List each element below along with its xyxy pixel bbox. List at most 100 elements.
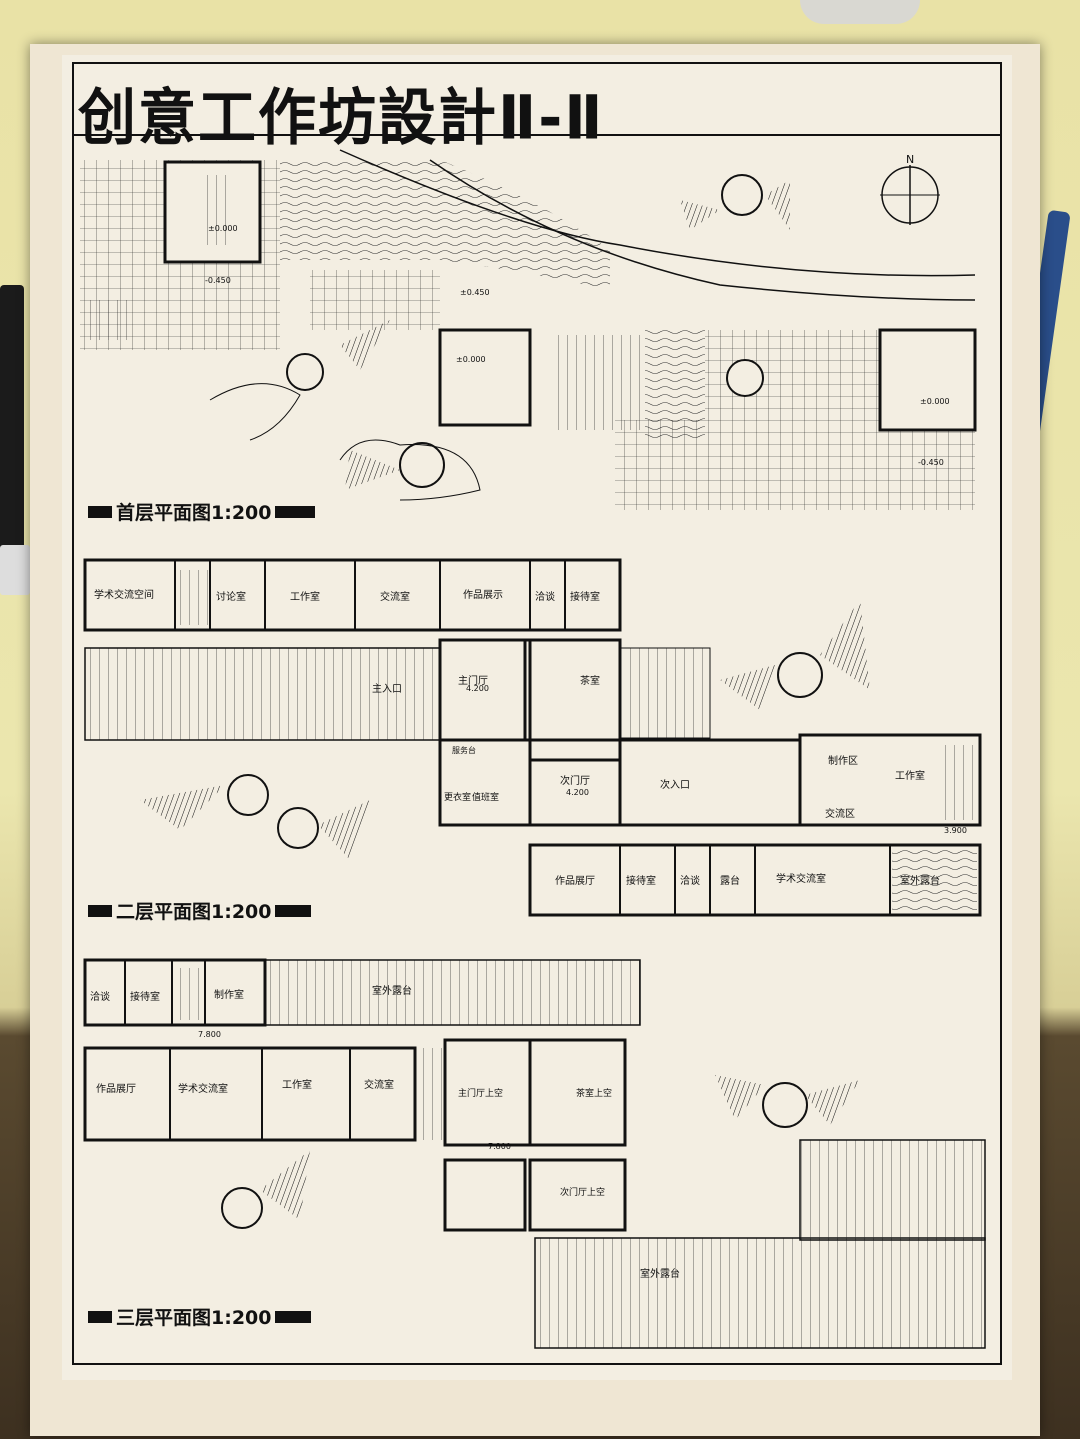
room-label: 作品展厅 [96, 1084, 136, 1095]
elevation-label: 4.200 [566, 788, 589, 797]
stair-west-3 [418, 1048, 443, 1140]
elevation-label: 7.800 [488, 1142, 511, 1151]
room-label: 茶室 [580, 676, 600, 687]
tape-roll [800, 0, 920, 24]
ground-plan-label-text: 首层平面图1:200 [116, 502, 272, 524]
tree-2 [399, 442, 445, 488]
ground-floor-plan [80, 149, 977, 510]
room-label: 主门厅 [458, 676, 488, 687]
room-label: 作品展示 [463, 590, 503, 601]
room-label: 室外露台 [900, 876, 940, 887]
room-label: 次门厅上空 [560, 1188, 606, 1198]
tree-shadow-11 [260, 1150, 310, 1220]
building-block-e [878, 328, 977, 432]
room-label: 服务台 [452, 746, 476, 755]
shrub-outline-2 [339, 439, 481, 501]
third-plan-label: 三层平面图1:200 [88, 1303, 312, 1330]
stair-nw [200, 175, 230, 245]
outdoor-terrace-south-3 [534, 1237, 986, 1349]
room-label: 次门厅 [560, 776, 590, 787]
elevation-label: ±0.000 [456, 355, 486, 364]
room-label: 主入口 [372, 684, 402, 695]
compass-north-label: N [906, 153, 915, 166]
room-label: 洽谈 [680, 876, 700, 887]
road-curve-bottom [429, 159, 976, 301]
workshop-block [618, 738, 802, 827]
room-label: 作品展厅 [555, 876, 595, 887]
east-block [798, 733, 982, 827]
building-block-center [438, 328, 532, 427]
room-label: 工作室 [895, 771, 925, 782]
shrub-outline-1 [209, 383, 301, 441]
tree-shadow-6 [720, 665, 775, 710]
room-label: 学术交流室 [776, 874, 826, 885]
outdoor-terrace-south [892, 850, 977, 910]
room-label: 交流区 [825, 809, 855, 820]
tree-7 [277, 807, 319, 849]
elevation-label: 4.200 [466, 684, 489, 693]
tea-room [523, 638, 622, 742]
stair-core-3 [443, 1158, 527, 1232]
elevation-label: -0.450 [918, 458, 944, 467]
room-label: 交流室 [364, 1080, 394, 1091]
room-label: 工作室 [282, 1080, 312, 1091]
stair-north-3 [175, 968, 203, 1020]
terrace-east-3 [799, 1139, 986, 1241]
marker-pen [0, 285, 24, 585]
room-label: 更衣室 [444, 793, 472, 803]
elevation-label: -0.450 [205, 276, 231, 285]
third-plan-label-text: 三层平面图1:200 [116, 1307, 272, 1329]
room-label: 茶室上空 [576, 1089, 613, 1099]
room-label: 工作室 [290, 592, 320, 603]
elevation-label: 3.900 [944, 826, 967, 835]
water-area [280, 160, 610, 290]
secondary-lobby-void [528, 1158, 627, 1232]
elevation-label: ±0.000 [920, 397, 950, 406]
road-curve-top [339, 149, 976, 277]
room-label: 讨论室 [216, 592, 246, 603]
room-label: 次入口 [660, 780, 690, 791]
room-label: 学术交流室 [178, 1084, 228, 1095]
tree-shadow-10 [715, 1075, 765, 1120]
tree-6 [227, 774, 269, 816]
room-label: 露台 [720, 876, 740, 887]
room-label: 交流室 [380, 592, 410, 603]
ground-plan-label: 首层平面图1:200 [88, 498, 316, 525]
tree-shadow-7 [140, 785, 225, 830]
room-label: 洽谈 [535, 592, 555, 603]
room-label: 室外露台 [372, 986, 412, 997]
stair-east [940, 745, 978, 820]
tree-8 [762, 1082, 808, 1128]
tree-shadow-9 [805, 1080, 860, 1125]
tree-shadow-8 [318, 800, 370, 860]
elevation-label: ±0.000 [208, 224, 238, 233]
room-label: 洽谈 [90, 992, 110, 1003]
terrace-center [619, 647, 711, 739]
elevation-label: ±0.450 [460, 288, 490, 297]
drawing-border [72, 62, 1002, 1365]
stair-north [178, 570, 208, 625]
room-label: 值班室 [472, 793, 500, 803]
room-label: 接待室 [626, 876, 656, 887]
drawing-title: 创意工作坊設計Ⅱ-Ⅱ [78, 81, 605, 153]
tree-1 [286, 353, 324, 391]
room-label: 接待室 [130, 992, 160, 1003]
marker-cap [0, 545, 30, 595]
tree-shadow-1 [340, 320, 390, 370]
elevation-label: 7.800 [198, 1030, 221, 1039]
tree-shadow-2 [345, 450, 400, 490]
second-floor-plan [83, 558, 982, 917]
tree-3 [721, 174, 763, 216]
room-label: 室外露台 [640, 1269, 680, 1280]
tree-shadow-4 [765, 180, 790, 230]
north-wing [83, 558, 622, 632]
west-wing-3 [83, 1046, 417, 1142]
tree-4 [726, 359, 764, 397]
room-label: 主门厅上空 [458, 1089, 504, 1099]
tree-shadow-5 [820, 600, 870, 690]
third-floor-plan [83, 958, 986, 1349]
room-label: 制作室 [214, 990, 244, 1001]
paving-grid-center [310, 270, 440, 330]
tree-5 [777, 652, 823, 698]
